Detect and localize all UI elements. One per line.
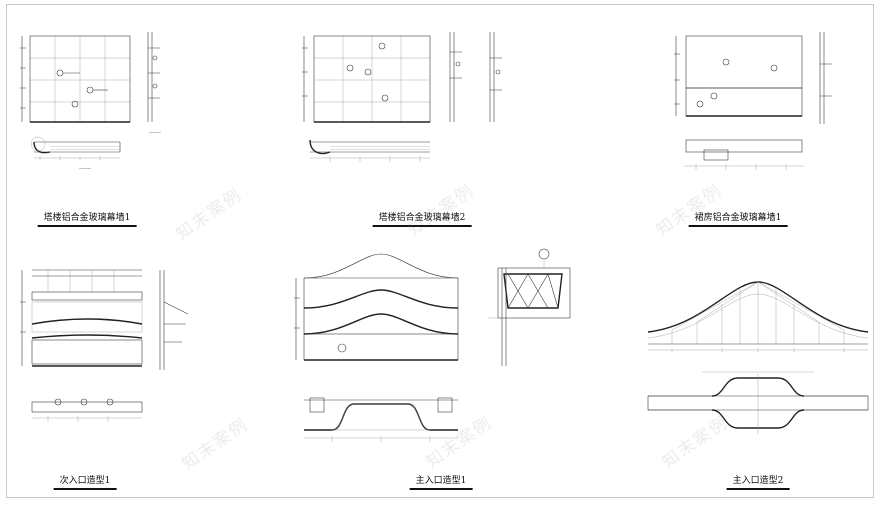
drawing-title: 塔楼铝合金玻璃幕墙1 bbox=[37, 210, 137, 227]
drawing-tower-curtain-wall-1 bbox=[20, 32, 160, 160]
drawing-tower-curtain-wall-2 bbox=[302, 32, 502, 162]
drawing-title: 主入口造型2 bbox=[726, 473, 790, 490]
drawing-podium-curtain-wall-1 bbox=[674, 32, 832, 170]
drawing-title: 主入口造型1 bbox=[409, 473, 473, 490]
drawing-main-entrance-2 bbox=[647, 281, 869, 434]
drawing-secondary-entrance-1 bbox=[20, 269, 189, 422]
detail-label: ——— bbox=[79, 166, 91, 171]
detail-label: ——— bbox=[149, 130, 161, 135]
drawing-sheet bbox=[6, 4, 874, 498]
drawing-main-entrance-1 bbox=[294, 248, 571, 442]
drawing-title: 次入口造型1 bbox=[53, 473, 117, 490]
drawing-title: 裙房铝合金玻璃幕墙1 bbox=[688, 210, 788, 227]
drawing-title: 塔楼铝合金玻璃幕墙2 bbox=[372, 210, 472, 227]
